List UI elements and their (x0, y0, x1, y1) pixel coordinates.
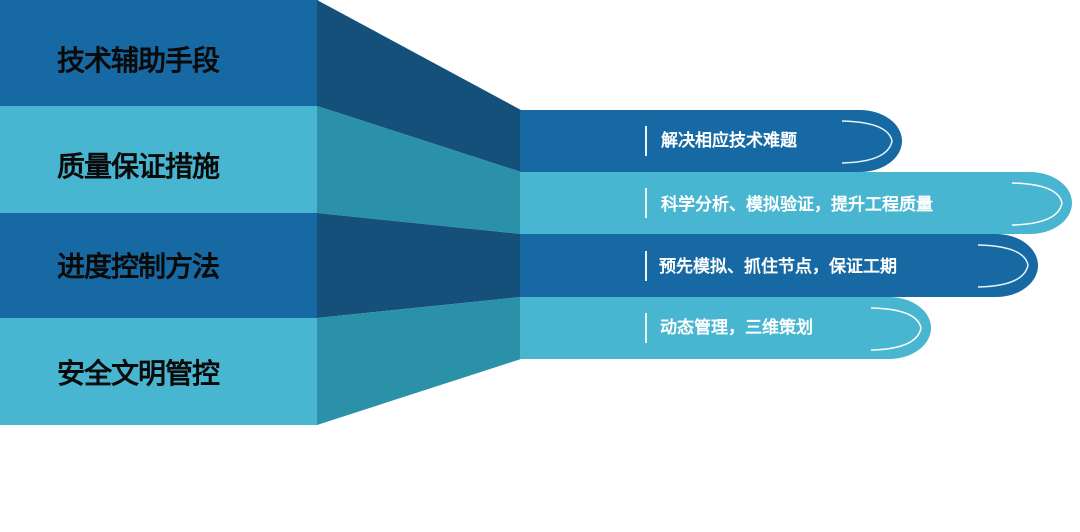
category-block-2 (0, 106, 318, 214)
connector-panel-1 (317, 0, 521, 172)
banner-separator-3 (645, 251, 647, 281)
banner-3 (520, 234, 1038, 297)
banner-2 (520, 172, 1072, 234)
category-label-1: 技术辅助手段 (57, 44, 220, 77)
category-block-3 (0, 213, 318, 319)
banner-text-3: 预先模拟、抓住节点，保证工期 (659, 257, 897, 277)
connector-panel-4 (317, 297, 521, 425)
banner-1 (520, 110, 902, 172)
banner-text-4: 动态管理，三维策划 (660, 318, 813, 338)
banner-separator-2 (645, 188, 647, 218)
connector-panel-2 (317, 106, 521, 234)
banner-4 (520, 297, 931, 359)
banner-separator-4 (645, 313, 647, 343)
banner-text-2: 科学分析、模拟验证，提升工程质量 (661, 195, 933, 215)
category-label-2: 质量保证措施 (57, 150, 220, 183)
category-label-3: 进度控制方法 (57, 250, 220, 283)
category-label-4: 安全文明管控 (57, 357, 220, 390)
banner-separator-1 (645, 126, 647, 156)
connector-panel-3 (317, 213, 521, 318)
banner-text-1: 解决相应技术难题 (661, 131, 797, 151)
category-block-1 (0, 0, 318, 107)
category-block-4 (0, 318, 318, 425)
